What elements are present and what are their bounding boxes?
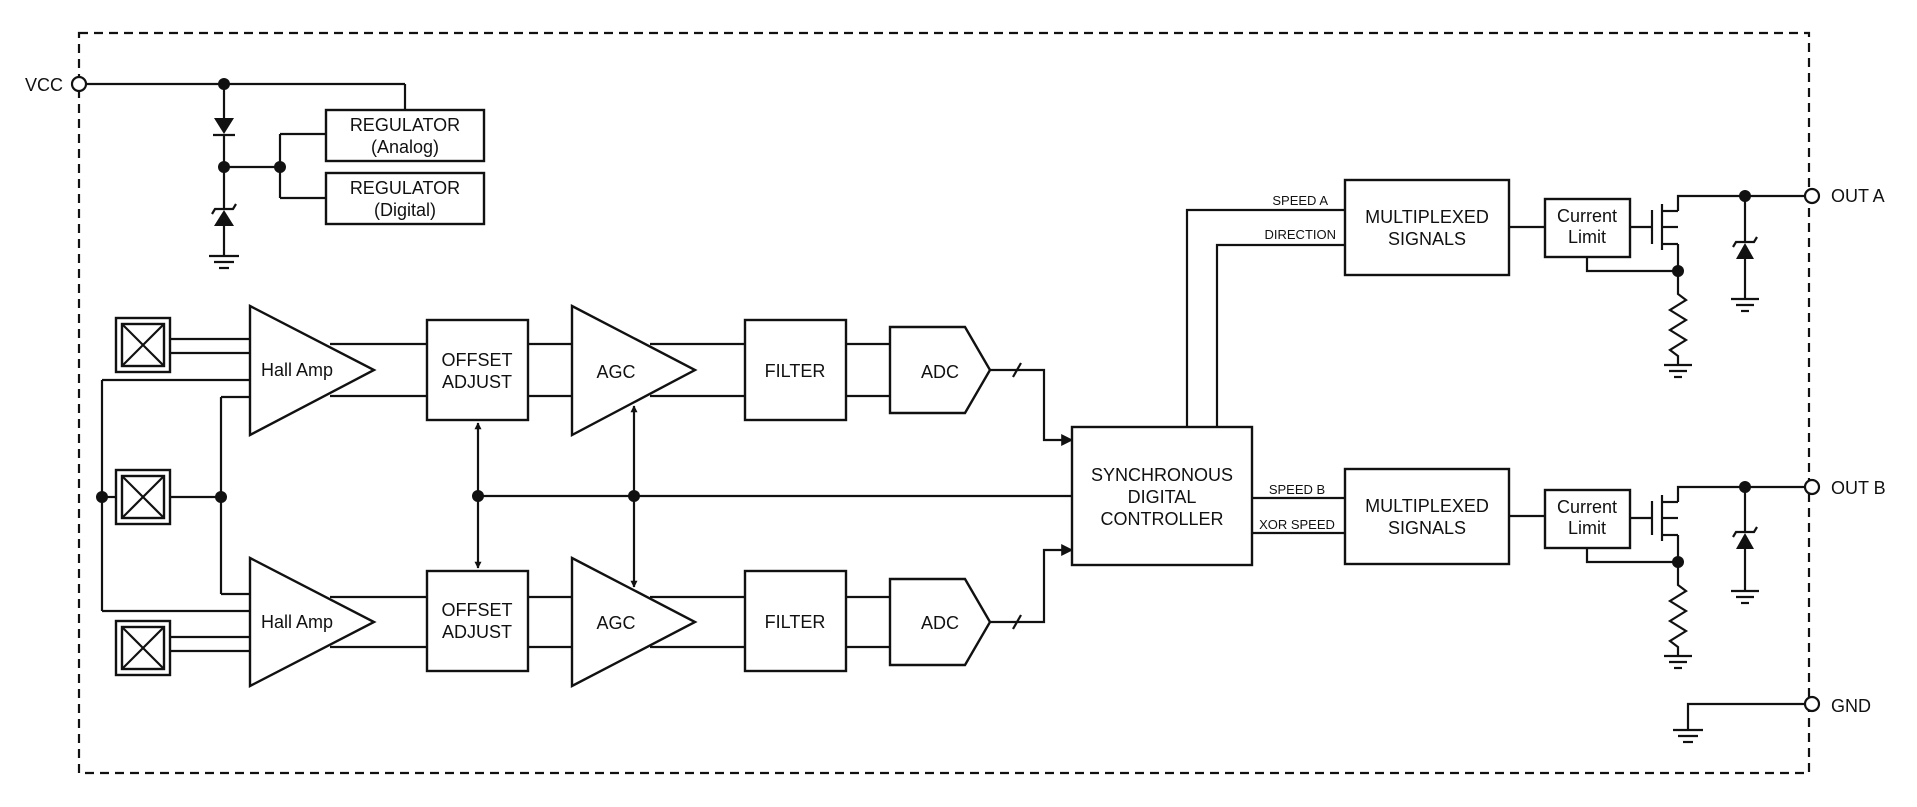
adc-a-label: ADC [921, 362, 959, 382]
offset-adjust-b [425, 569, 530, 673]
adc-b-label: ADC [921, 613, 959, 633]
power-section: REGULATOR (Analog) REGULATOR (Digital) [85, 78, 486, 270]
agc-a-label: AGC [596, 362, 635, 382]
multiplexed-signals-a [1343, 178, 1511, 277]
diode-icon [214, 118, 234, 134]
controller-label-1: SYNCHRONOUS [1091, 465, 1233, 485]
hall-elements [96, 316, 250, 677]
filter-b [743, 569, 848, 673]
mux-b-label-1: MULTIPLEXED [1365, 496, 1489, 516]
vcc-pin [70, 75, 88, 93]
regulator-analog-label-2: (Analog) [371, 137, 439, 157]
current-limit-b-label-1: Current [1557, 497, 1617, 517]
direction-signal-label: DIRECTION [1265, 227, 1337, 242]
hall-amp-b [248, 556, 377, 688]
offset-adjust-a-label-1: OFFSET [442, 350, 513, 370]
hall-amp-a [248, 304, 377, 437]
offset-adjust-a [425, 318, 530, 422]
out-a-pin [1803, 187, 1821, 205]
output-stage-b: MULTIPLEXED SIGNALS Current Limit [1343, 467, 1812, 670]
mux-a-label-2: SIGNALS [1388, 229, 1466, 249]
regulator-digital-label-2: (Digital) [374, 200, 436, 220]
speed-a-signal-label: SPEED A [1272, 193, 1328, 208]
agc-b [570, 556, 698, 688]
hall-amp-b-label: Hall Amp [261, 612, 333, 632]
channel-a: Hall Amp OFFSET ADJUST AGC FILTER ADC [248, 304, 1074, 446]
gnd-pin [1803, 695, 1821, 713]
regulator-analog-label-1: REGULATOR [350, 115, 460, 135]
out-b-pin [1803, 478, 1821, 496]
controller-label-3: CONTROLLER [1100, 509, 1223, 529]
controller-label-2: DIGITAL [1128, 487, 1197, 507]
multiplexed-signals-b [1343, 467, 1511, 566]
current-limit-a-label-1: Current [1557, 206, 1617, 226]
filter-a [743, 318, 848, 422]
out-a-label: OUT A [1831, 186, 1885, 206]
xor-speed-signal-label: XOR SPEED [1259, 517, 1335, 532]
filter-b-label: FILTER [765, 612, 826, 632]
current-limit-a [1543, 197, 1632, 259]
hall-amp-a-label: Hall Amp [261, 360, 333, 380]
offset-adjust-b-label-2: ADJUST [442, 622, 512, 642]
agc-b-label: AGC [596, 613, 635, 633]
adc-a [888, 325, 992, 415]
zener-diode-icon [214, 210, 234, 226]
output-stage-a: MULTIPLEXED SIGNALS Current Limit [1343, 178, 1812, 379]
gnd-connection [1673, 702, 1812, 744]
regulator-analog-block [324, 108, 486, 163]
filter-a-label: FILTER [765, 361, 826, 381]
chip-boundary [77, 31, 1811, 775]
synchronous-digital-controller [1070, 425, 1254, 567]
out-b-label: OUT B [1831, 478, 1886, 498]
speed-b-signal-label: SPEED B [1269, 482, 1325, 497]
mux-a-label-1: MULTIPLEXED [1365, 207, 1489, 227]
current-limit-b-label-2: Limit [1568, 518, 1606, 538]
offset-adjust-a-label-2: ADJUST [442, 372, 512, 392]
vcc-label: VCC [25, 75, 63, 95]
adc-b [888, 577, 992, 667]
gnd-label: GND [1831, 696, 1871, 716]
current-limit-b [1543, 488, 1632, 550]
regulator-digital-block [324, 171, 486, 226]
regulator-digital-label-1: REGULATOR [350, 178, 460, 198]
agc-a [570, 304, 698, 437]
ground-icon [209, 254, 239, 270]
control-bus [472, 405, 1072, 588]
channel-b: Hall Amp OFFSET ADJUST AGC FILTER ADC [248, 544, 1074, 688]
mux-b-label-2: SIGNALS [1388, 518, 1466, 538]
current-limit-a-label-2: Limit [1568, 227, 1606, 247]
offset-adjust-b-label-1: OFFSET [442, 600, 513, 620]
